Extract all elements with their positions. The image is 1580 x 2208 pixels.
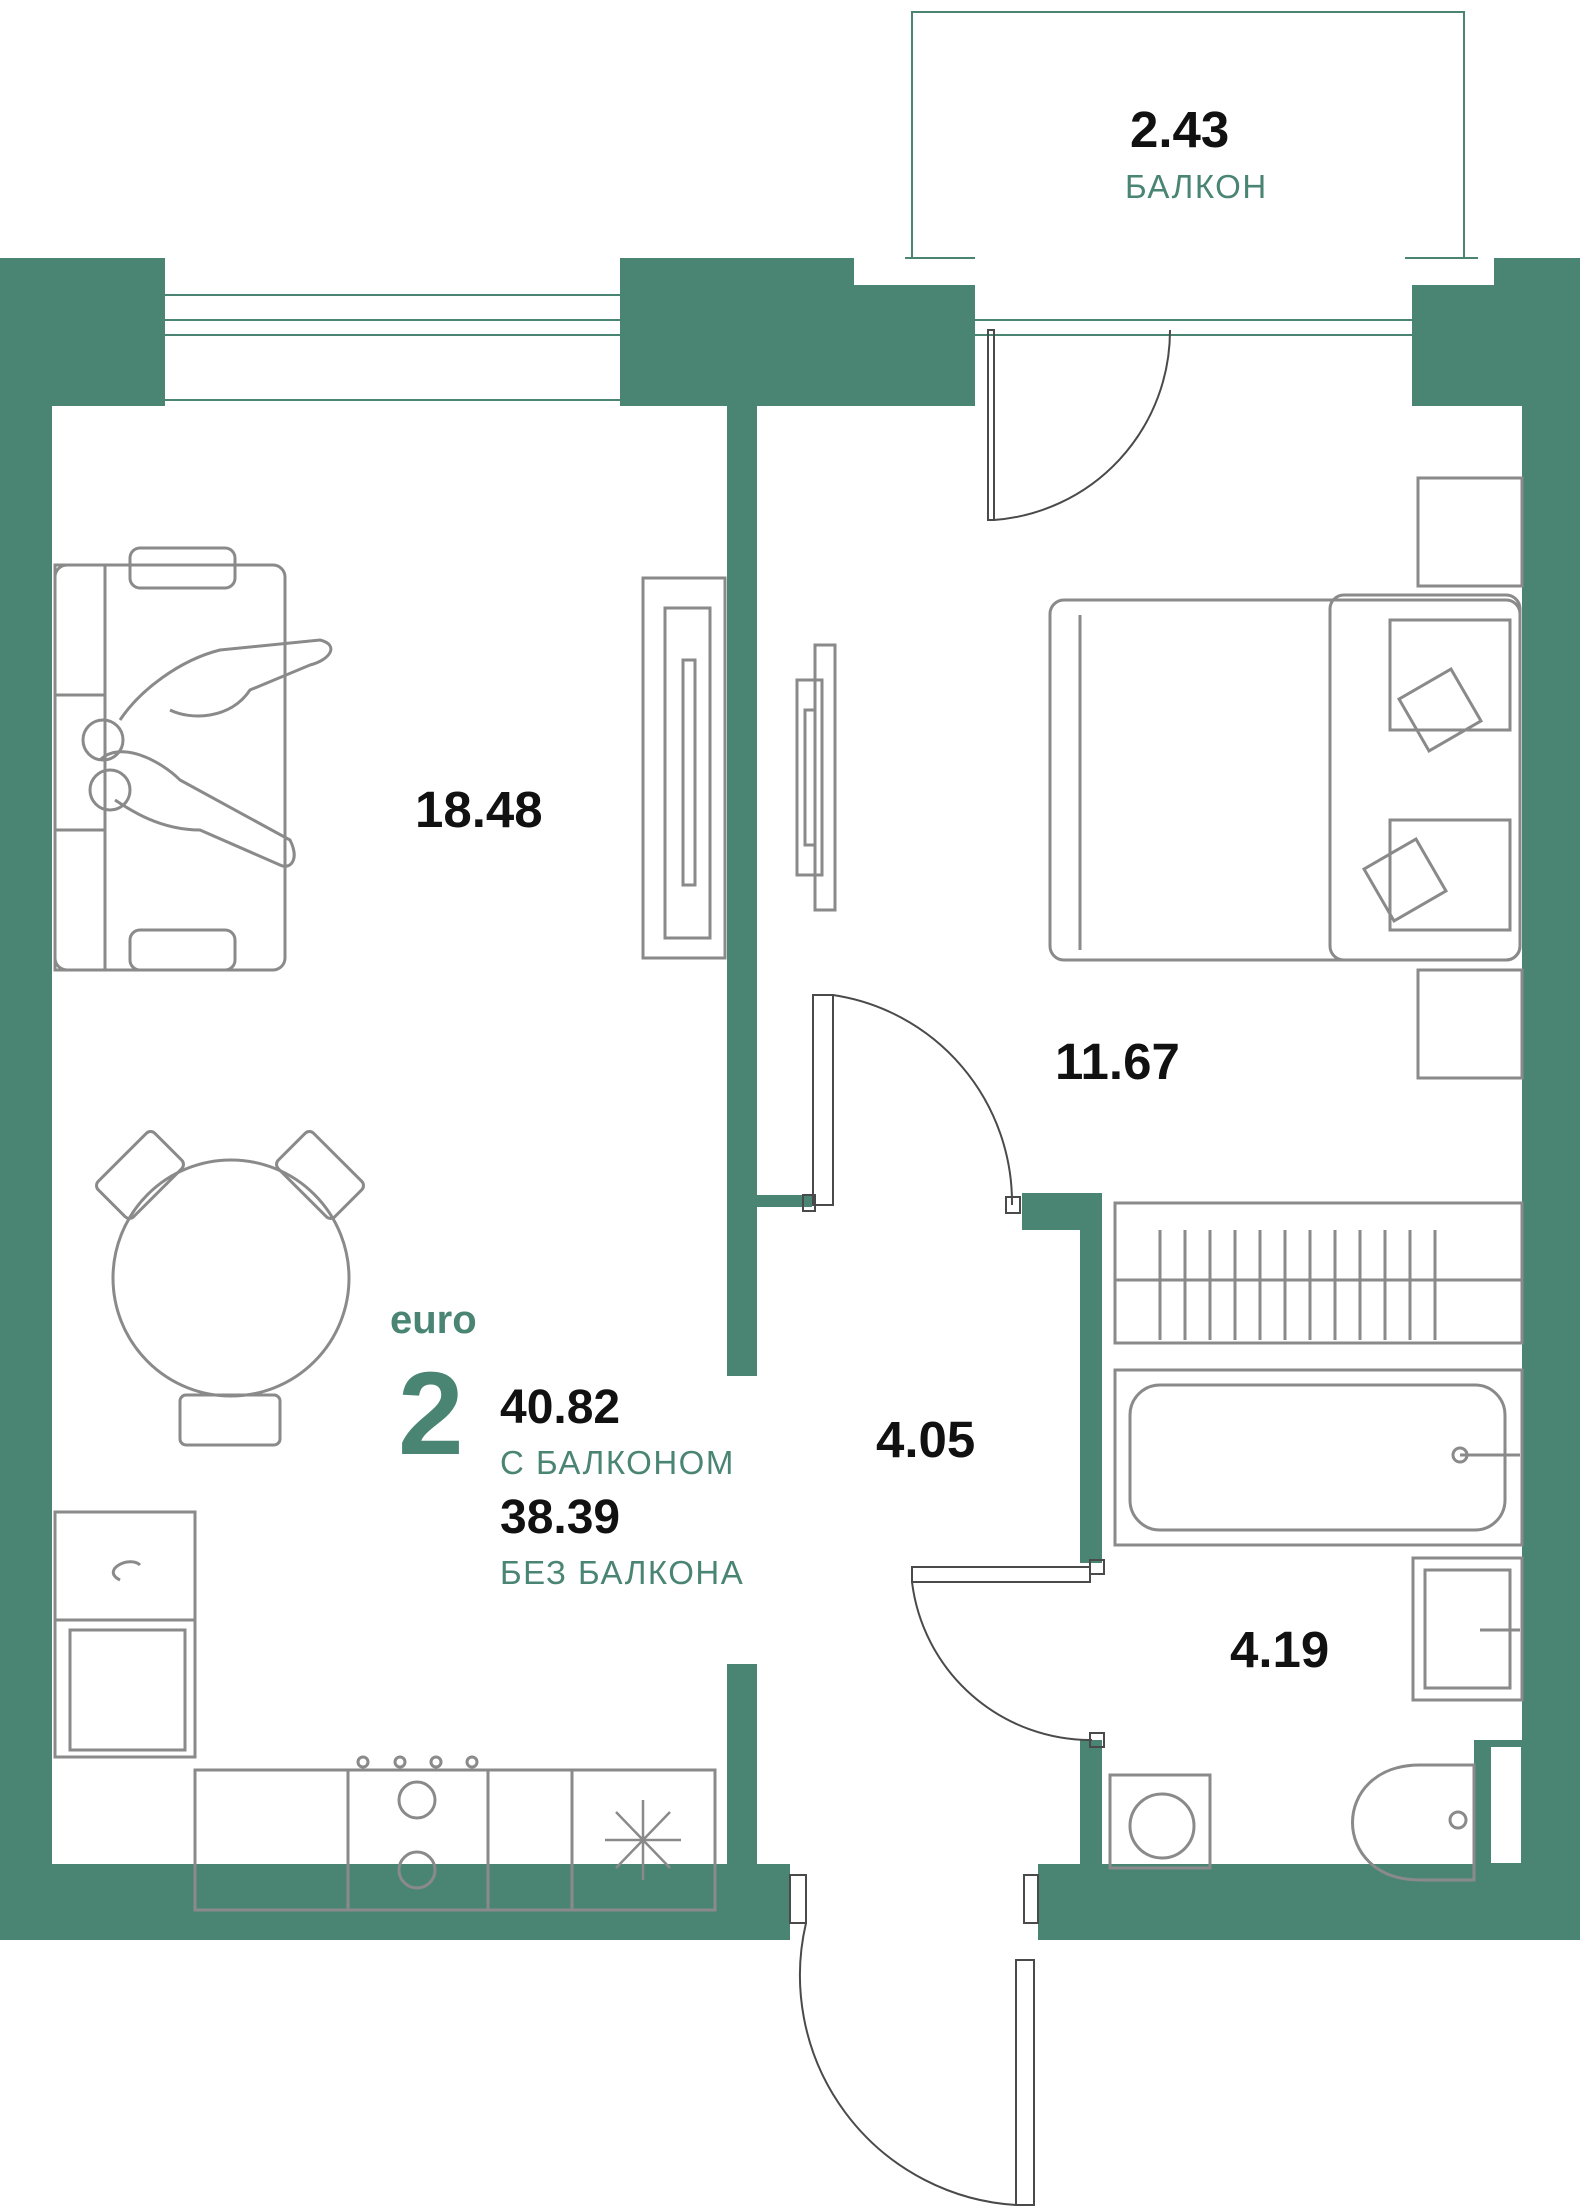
toilet-icon [1351, 1763, 1476, 1882]
bathtub-icon [1113, 1368, 1524, 1547]
kitchen-icon [53, 1510, 717, 1912]
tv-icon-bedroom [795, 643, 837, 912]
fridge-icon [605, 1800, 681, 1880]
tv-icon [641, 576, 727, 960]
balcony-outline [905, 11, 1478, 259]
total-area-with-balcony: 40.82 [500, 1381, 621, 1434]
bed-icon [1048, 593, 1522, 962]
windows [165, 290, 1412, 406]
room-count: 2 [398, 1348, 464, 1480]
apartment-type-label: euro [390, 1298, 477, 1342]
sink-icon [1411, 1556, 1524, 1702]
dining-table-icon [95, 1130, 365, 1447]
living-room-area: 18.48 [415, 781, 543, 838]
balcony-door-icon [987, 329, 1172, 521]
hall-area: 4.05 [876, 1411, 976, 1468]
without-balcony-label: БЕЗ БАЛКОНА [500, 1554, 745, 1591]
nightstand-icon [1416, 476, 1524, 1080]
balcony-label: БАЛКОН [1125, 168, 1268, 205]
washing-machine-icon [1108, 1773, 1212, 1870]
door-icon [789, 994, 1105, 2206]
bedroom-area: 11.67 [1055, 1033, 1180, 1090]
radiator-icon [1113, 1201, 1524, 1345]
walls [0, 258, 1580, 1940]
with-balcony-label: С БАЛКОНОМ [500, 1444, 735, 1481]
bathroom-area: 4.19 [1230, 1621, 1330, 1678]
sofa-icon [53, 546, 333, 972]
balcony-area: 2.43 [1130, 101, 1230, 158]
total-area-without-balcony: 38.39 [500, 1491, 621, 1544]
